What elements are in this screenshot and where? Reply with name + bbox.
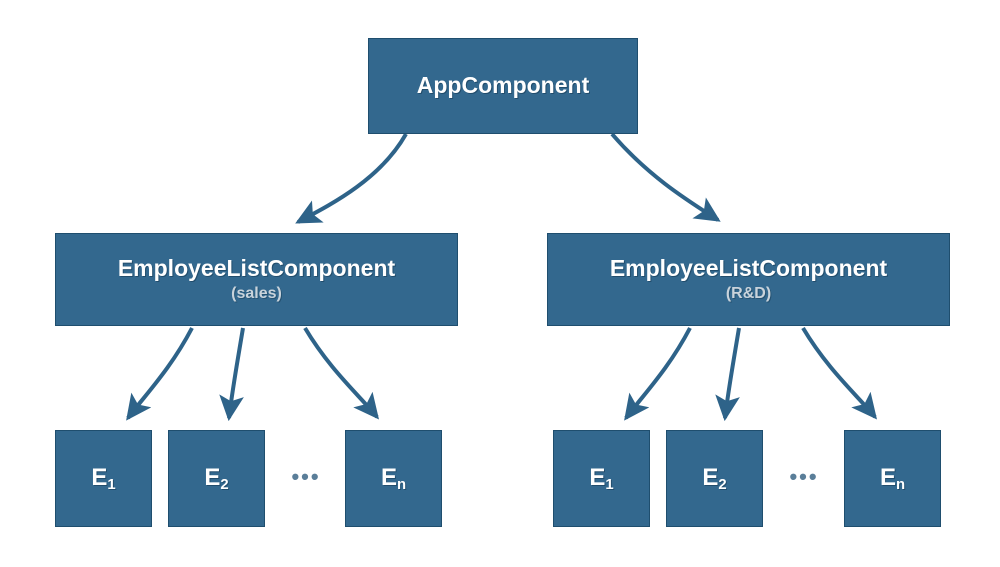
node-employee-list-sales-subtitle: (sales) (231, 285, 282, 303)
node-rd-e1-sub: 1 (605, 477, 614, 494)
node-rd-en-sub: n (895, 477, 906, 494)
node-rd-e1[interactable]: E1 (553, 430, 650, 527)
node-rd-en[interactable]: En (844, 430, 941, 527)
node-employee-list-sales-title: EmployeeListComponent (117, 255, 396, 282)
edge-app-to-rd (610, 132, 721, 222)
edge-app-to-sales (295, 133, 408, 224)
node-rd-en-label: En (879, 464, 906, 494)
edge-rd-to-e1 (624, 327, 692, 421)
edge-rd-to-e2 (715, 327, 741, 422)
node-rd-e2[interactable]: E2 (666, 430, 763, 527)
node-rd-e2-label: E2 (702, 464, 727, 494)
node-sales-e1-sub: 1 (107, 477, 116, 494)
node-sales-e1-base: E (91, 464, 108, 492)
node-sales-e2-label: E2 (204, 464, 229, 494)
node-rd-e2-base: E (702, 464, 719, 492)
node-sales-e2[interactable]: E2 (168, 430, 265, 527)
node-employee-list-rd[interactable]: EmployeeListComponent (R&D) (547, 233, 950, 326)
node-rd-e1-base: E (589, 464, 606, 492)
node-app-component[interactable]: AppComponent (368, 38, 638, 134)
node-sales-en[interactable]: En (345, 430, 442, 527)
node-sales-en-sub: n (396, 477, 407, 494)
node-rd-e2-sub: 2 (718, 477, 727, 494)
node-sales-e2-sub: 2 (220, 477, 229, 494)
node-employee-list-rd-title: EmployeeListComponent (609, 255, 888, 282)
node-app-component-title: AppComponent (416, 72, 590, 99)
sales-ellipsis: ••• (291, 464, 321, 489)
node-rd-e1-label: E1 (589, 464, 614, 494)
edge-sales-to-e2 (219, 327, 245, 422)
node-sales-e1[interactable]: E1 (55, 430, 152, 527)
node-sales-en-label: En (380, 464, 407, 494)
node-sales-e2-base: E (204, 464, 221, 492)
node-sales-en-base: E (380, 464, 397, 492)
rd-ellipsis: ••• (789, 464, 819, 489)
edge-rd-to-en (801, 326, 878, 420)
node-employee-list-sales[interactable]: EmployeeListComponent (sales) (55, 233, 458, 326)
node-employee-list-rd-subtitle: (R&D) (725, 285, 772, 303)
edge-sales-to-en (303, 326, 380, 420)
edge-sales-to-e1 (126, 327, 194, 421)
node-rd-en-base: E (879, 464, 896, 492)
node-sales-e1-label: E1 (91, 464, 116, 494)
